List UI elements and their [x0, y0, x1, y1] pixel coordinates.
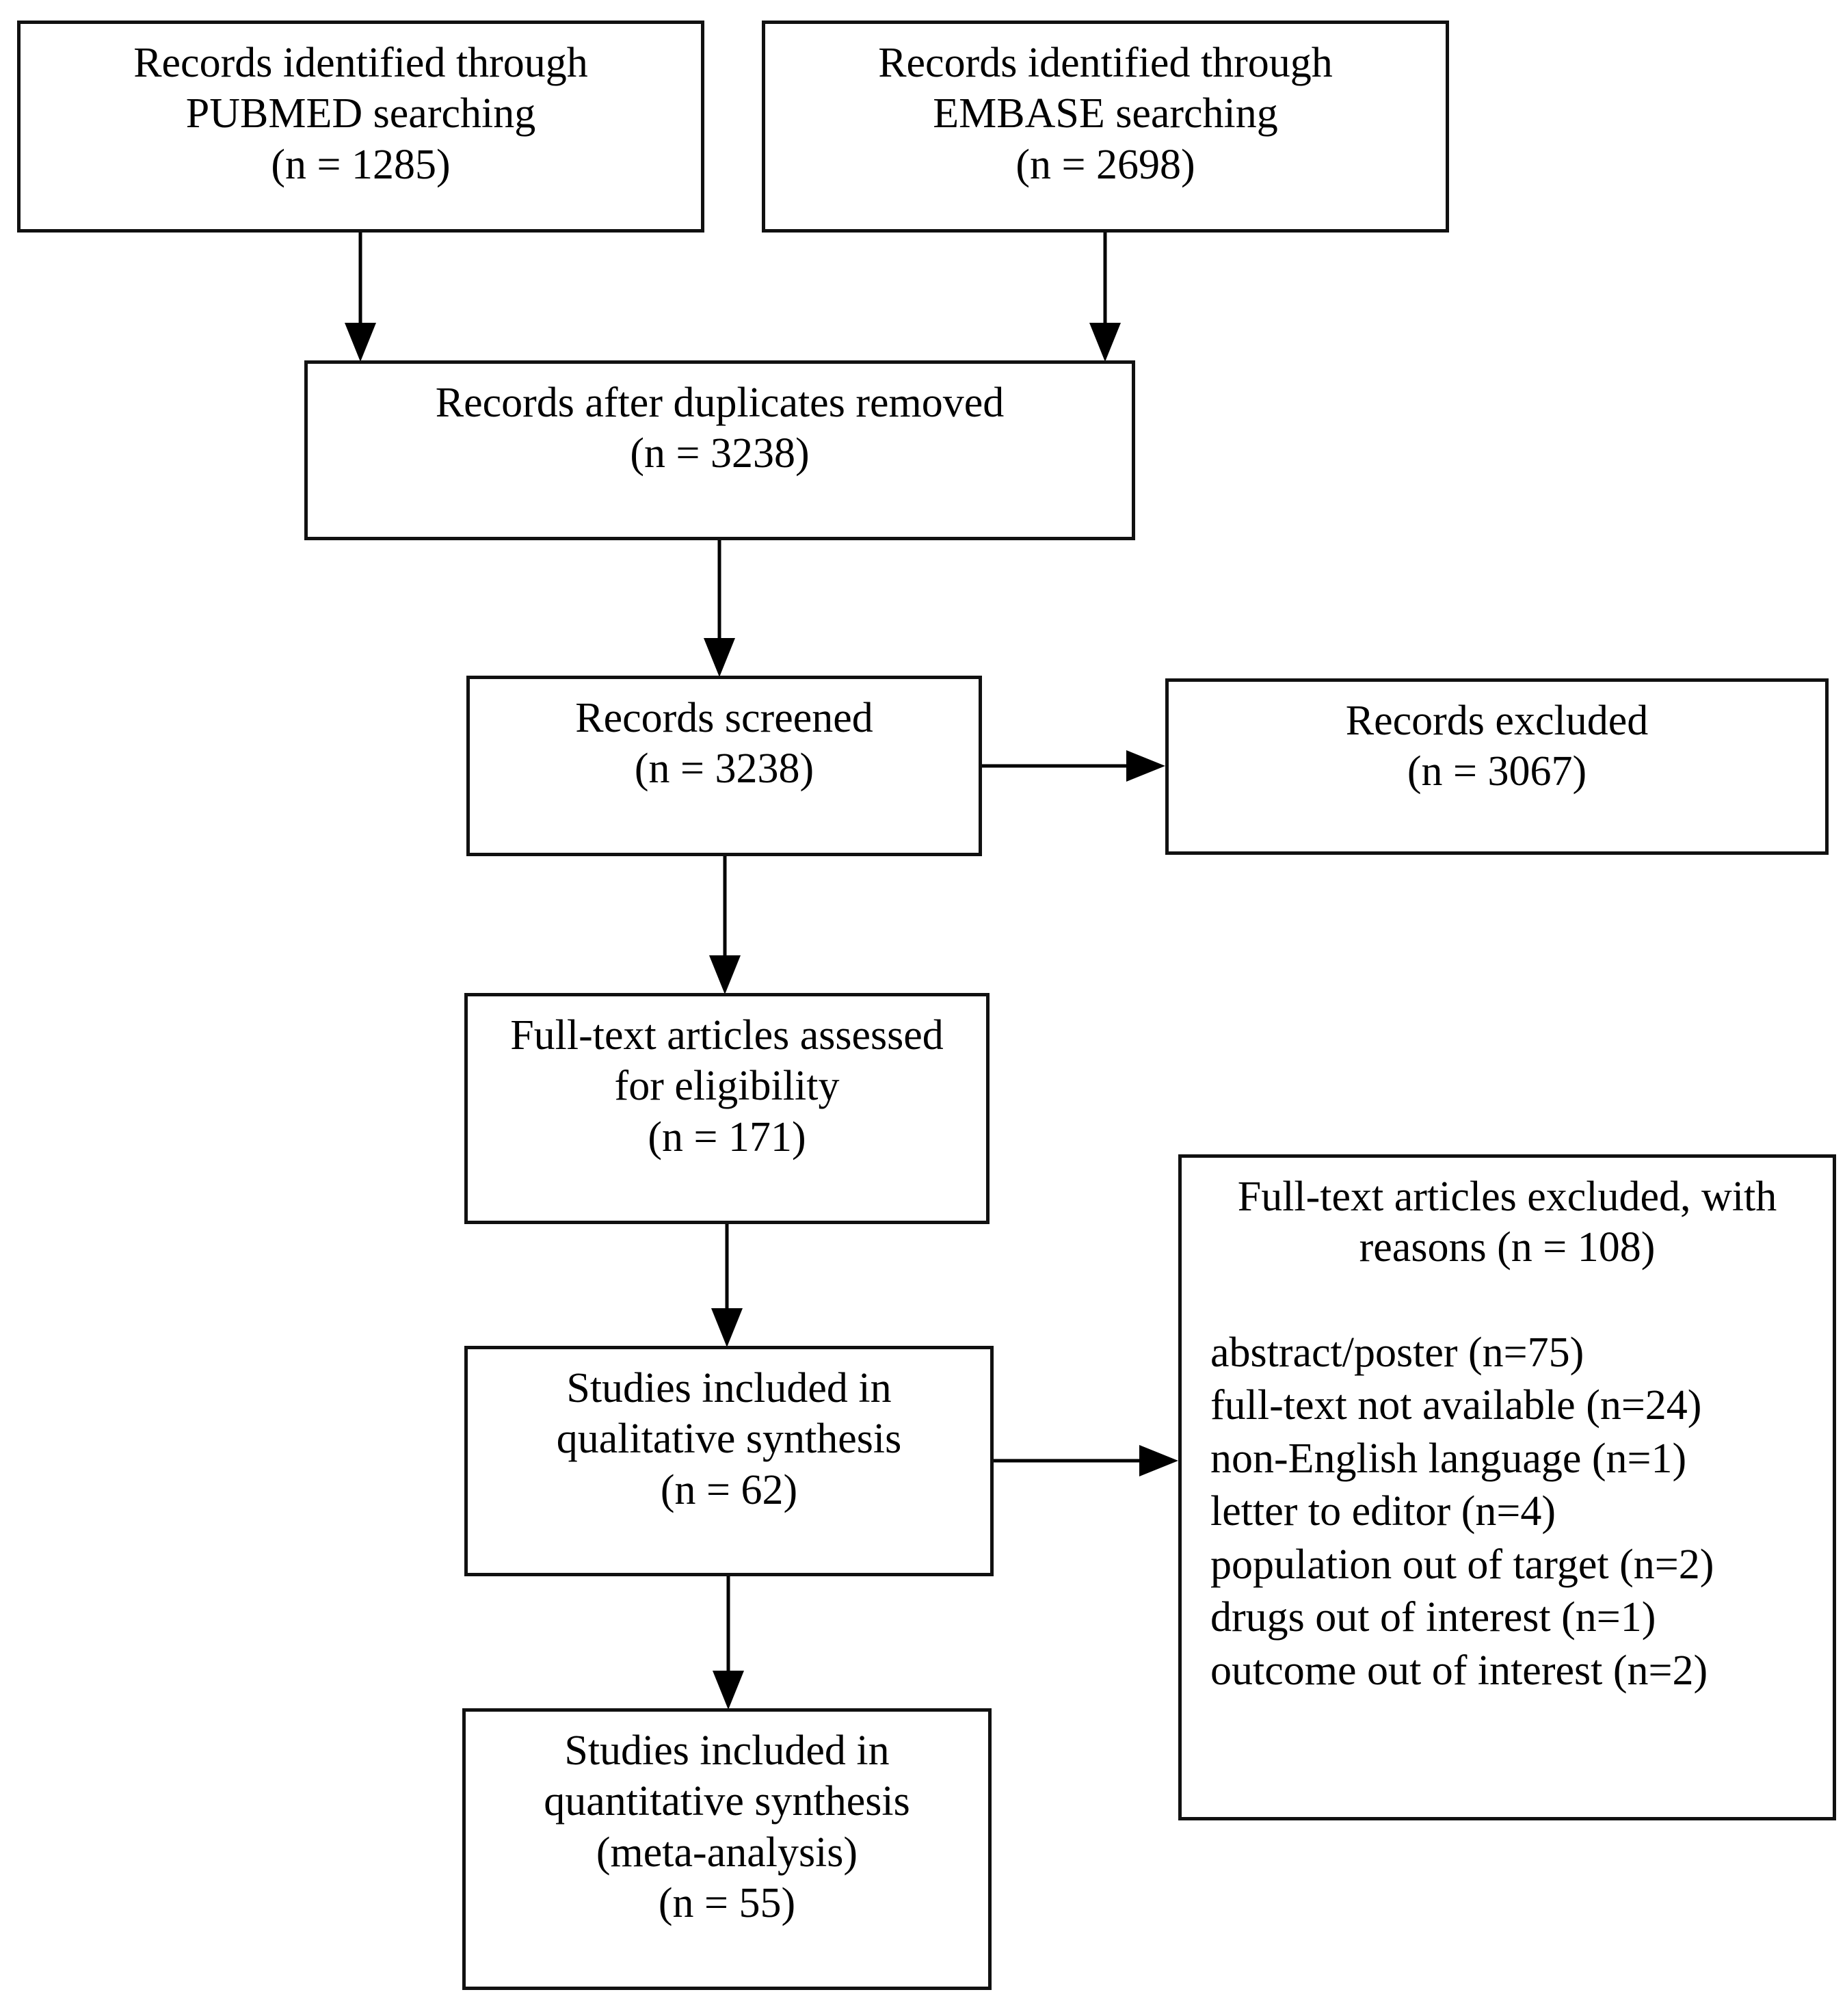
arrow-qualitative-to-quantitative [713, 1576, 744, 1710]
box-fulltext-assessed: Full-text articles assessed for eligibil… [464, 993, 990, 1224]
arrow-pubmed-to-duplicates [345, 233, 376, 362]
box-records-after-duplicates-removed: Records after duplicates removed (n = 32… [304, 360, 1135, 540]
arrow-screened-to-fulltext [709, 856, 741, 994]
reason-item: letter to editor (n=4) [1210, 1488, 1556, 1535]
box-records-identified-pubmed: Records identified through PUBMED search… [17, 21, 704, 233]
reason-item: abstract/poster (n=75) [1210, 1329, 1584, 1376]
box-qualitative-synthesis: Studies included in qualitative synthesi… [464, 1346, 994, 1576]
reason-item: drugs out of interest (n=1) [1210, 1594, 1656, 1641]
box-fulltext-excluded-reasons: Full-text articles excluded, with reason… [1178, 1154, 1836, 1820]
box-records-excluded: Records excluded (n = 3067) [1165, 678, 1829, 855]
box-records-screened: Records screened (n = 3238) [466, 676, 982, 856]
box-quantitative-synthesis: Studies included in quantitative synthes… [462, 1708, 992, 1990]
box-fulltext-excluded-heading: Full-text articles excluded, with reason… [1237, 1173, 1777, 1271]
arrow-qualitative-to-reasons [994, 1445, 1178, 1476]
reason-item: population out of target (n=2) [1210, 1541, 1714, 1588]
box-records-excluded-text: Records excluded (n = 3067) [1345, 698, 1649, 795]
box-quantitative-synthesis-text: Studies included in quantitative synthes… [544, 1727, 910, 1927]
arrow-screened-to-excluded [982, 750, 1165, 782]
arrow-embase-to-duplicates [1089, 233, 1121, 362]
reason-item: non-English language (n=1) [1210, 1435, 1687, 1482]
box-records-after-duplicates-removed-text: Records after duplicates removed (n = 32… [435, 380, 1005, 477]
arrow-duplicates-to-screened [704, 540, 735, 677]
box-records-screened-text: Records screened (n = 3238) [575, 695, 873, 793]
box-records-identified-pubmed-text: Records identified through PUBMED search… [133, 40, 588, 188]
box-fulltext-assessed-text: Full-text articles assessed for eligibil… [510, 1012, 944, 1160]
box-records-identified-embase: Records identified through EMBASE search… [762, 21, 1449, 233]
reason-item: full-text not available (n=24) [1210, 1382, 1702, 1429]
fulltext-excluded-reason-list: abstract/poster (n=75) full-text not ava… [1182, 1327, 1833, 1698]
box-records-identified-embase-text: Records identified through EMBASE search… [878, 40, 1333, 188]
reason-item: outcome out of interest (n=2) [1210, 1647, 1708, 1694]
box-qualitative-synthesis-text: Studies included in qualitative synthesi… [556, 1365, 902, 1513]
arrow-fulltext-to-qualitative [711, 1224, 743, 1347]
